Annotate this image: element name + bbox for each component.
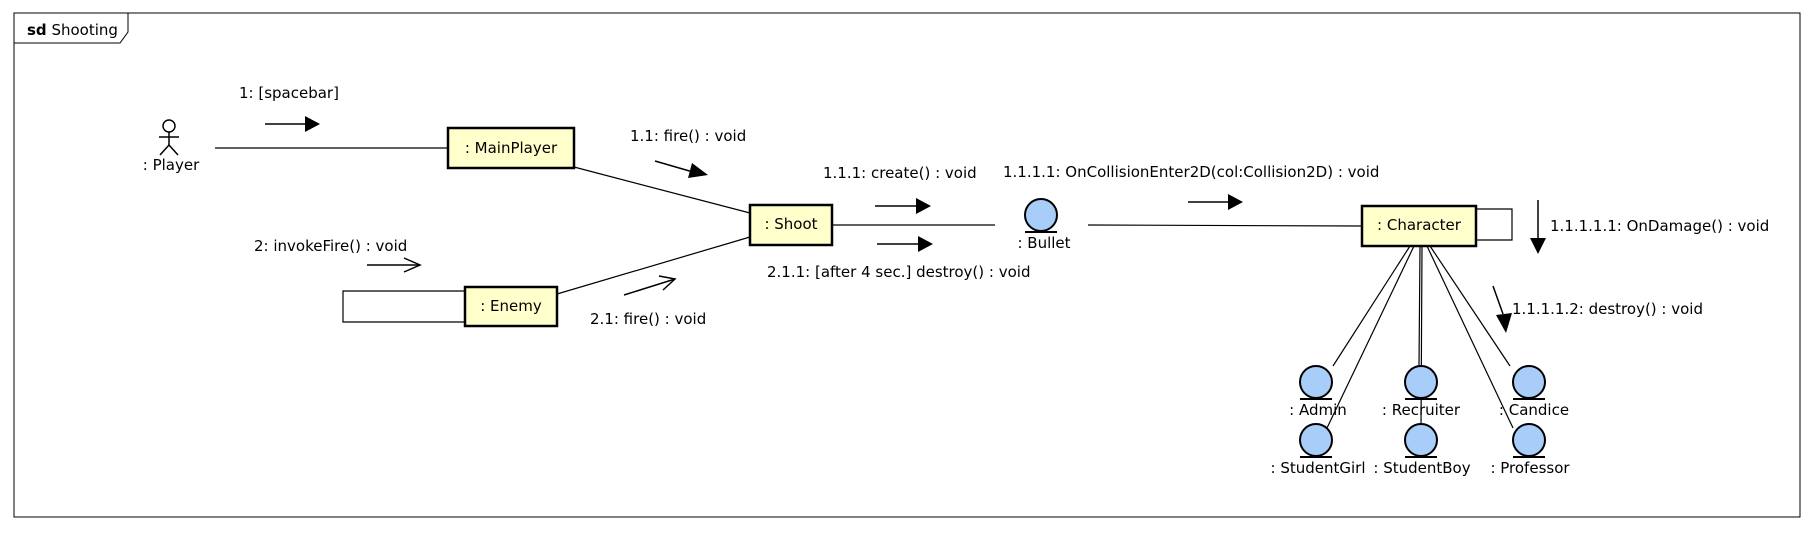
self-link-enemy xyxy=(342,290,465,323)
entity-bullet-label: : Bullet xyxy=(1017,234,1070,252)
object-enemy[interactable]: : Enemy xyxy=(463,285,559,328)
entity-studentgirl-label: : StudentGirl xyxy=(1271,459,1366,477)
link-mainplayer-shoot xyxy=(573,166,751,214)
frame-title: sd Shooting xyxy=(27,21,118,39)
entity-recruiter-label: : Recruiter xyxy=(1382,401,1461,419)
message-arrows xyxy=(265,116,1546,333)
msg-label-2-1: 2.1: fire() : void xyxy=(590,310,706,328)
entity-candice[interactable]: : Candice xyxy=(1499,365,1569,419)
entity-recruiter[interactable]: : Recruiter xyxy=(1382,365,1461,419)
entity-studentboy[interactable]: : StudentBoy xyxy=(1373,423,1471,477)
msg-label-2-1-1: 2.1.1: [after 4 sec.] destroy() : void xyxy=(767,263,1030,281)
entity-professor-label: : Professor xyxy=(1490,459,1570,477)
object-character-label: : Character xyxy=(1377,216,1462,234)
arrow-msg-2-1 xyxy=(623,278,676,296)
open-arrows xyxy=(367,257,677,296)
link-character-recruiter xyxy=(1418,245,1421,367)
link-bullet-character xyxy=(1087,224,1363,227)
arrow-msg-1-1 xyxy=(654,160,694,173)
entity-studentgirl[interactable]: : StudentGirl xyxy=(1271,423,1366,477)
link-enemy-shoot xyxy=(556,236,751,295)
msg-label-1-1-1-1: 1.1.1.1: OnCollisionEnter2D(col:Collisio… xyxy=(1003,163,1379,181)
actor-stick-figure xyxy=(159,119,179,156)
frame-tab xyxy=(14,12,129,44)
self-link-character xyxy=(1476,208,1513,241)
object-enemy-label: : Enemy xyxy=(480,297,542,315)
link-character-studentgirl xyxy=(1326,245,1415,429)
object-mainplayer-label: : MainPlayer xyxy=(465,139,558,157)
entity-admin[interactable]: : Admin xyxy=(1289,365,1347,419)
msg-label-1: 1: [spacebar] xyxy=(239,84,339,102)
object-mainplayer[interactable]: : MainPlayer xyxy=(446,126,576,170)
msg-label-1-1-1-1-1: 1.1.1.1.1: OnDamage() : void xyxy=(1550,217,1769,235)
entity-studentboy-label: : StudentBoy xyxy=(1373,459,1470,477)
entity-admin-label: : Admin xyxy=(1289,401,1347,419)
msg-label-1-1: 1.1: fire() : void xyxy=(630,127,746,145)
links xyxy=(215,147,1514,429)
link-character-admin xyxy=(1332,245,1411,367)
diagram-frame xyxy=(13,12,1801,518)
msg-label-2: 2: invokeFire() : void xyxy=(254,237,407,255)
msg-label-1-1-1: 1.1.1: create() : void xyxy=(823,164,977,182)
entity-professor[interactable]: : Professor xyxy=(1490,423,1570,477)
entity-bullet[interactable]: : Bullet xyxy=(1017,198,1071,252)
actor-label: : Player xyxy=(143,156,200,174)
object-shoot-label: : Shoot xyxy=(764,215,817,233)
object-shoot[interactable]: : Shoot xyxy=(748,203,834,247)
link-character-professor xyxy=(1426,245,1514,429)
entity-candice-label: : Candice xyxy=(1499,401,1569,419)
arrow-msg-1-1-1-1-2 xyxy=(1492,285,1504,315)
msg-label-1-1-1-1-2: 1.1.1.1.2: destroy() : void xyxy=(1512,300,1703,318)
object-character[interactable]: : Character xyxy=(1360,204,1478,248)
link-character-candice xyxy=(1429,245,1511,367)
